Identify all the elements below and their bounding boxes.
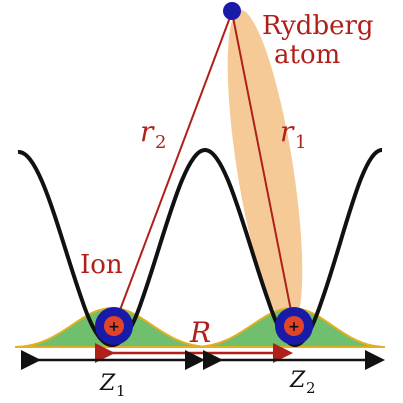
r1-line xyxy=(231,11,295,327)
svg-text:r: r xyxy=(280,115,295,148)
svg-text:Z: Z xyxy=(289,368,306,393)
z1-label: Z 1 xyxy=(99,371,126,400)
svg-text:+: + xyxy=(288,319,300,335)
rydberg-label-line1: Rydberg xyxy=(262,11,374,41)
r1-label: r 1 xyxy=(280,115,306,153)
svg-text:Z: Z xyxy=(99,371,116,396)
lattice-potential xyxy=(17,147,383,348)
svg-text:2: 2 xyxy=(306,379,316,397)
ion-left: + xyxy=(95,307,133,345)
ion-right: + xyxy=(275,307,313,345)
svg-text:1: 1 xyxy=(116,382,126,400)
rydberg-atom-dot xyxy=(223,2,241,20)
r2-label: r 2 xyxy=(140,115,166,153)
ion-label: Ion xyxy=(80,250,123,280)
z2-label: Z 2 xyxy=(289,368,316,397)
r2-line xyxy=(113,11,233,327)
R-label: R xyxy=(189,316,211,349)
svg-text:2: 2 xyxy=(155,132,166,153)
svg-text:1: 1 xyxy=(295,132,306,153)
svg-text:r: r xyxy=(140,115,155,148)
svg-text:+: + xyxy=(108,319,120,335)
rydberg-label-line2: atom xyxy=(274,40,340,70)
